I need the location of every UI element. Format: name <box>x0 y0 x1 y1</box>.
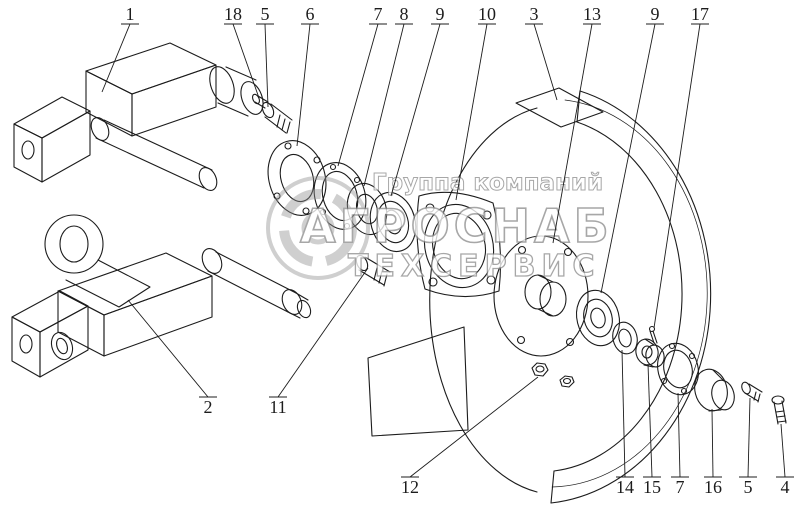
callout-8-leader <box>533 23 558 101</box>
callout-18-label: 16 <box>704 477 722 497</box>
part-7-gasket-rear <box>657 342 699 396</box>
part-6-flange <box>267 140 327 216</box>
callout-4-label: 7 <box>374 4 383 24</box>
callout-8-label: 3 <box>530 4 539 24</box>
callout-11-label: 17 <box>691 4 709 24</box>
callout-20-leader <box>780 423 786 478</box>
callout-11-leader <box>653 23 701 329</box>
watermark: Группа компаний АГРОСНАБ ТЕХСЕРВИС <box>266 170 613 285</box>
callout-20-label: 4 <box>781 477 790 497</box>
part-1-pin <box>90 117 218 191</box>
part-5-bolt-upper <box>261 101 293 134</box>
part-9-bearing-front <box>369 191 417 253</box>
part-16-cap <box>694 368 735 412</box>
callout-14-leader <box>409 376 539 478</box>
part-15-nut <box>635 338 665 368</box>
callout-9-label: 13 <box>583 4 601 24</box>
callout-2-label: 5 <box>261 4 270 24</box>
part-5-bolt-rear <box>741 381 763 403</box>
callout-17-leader <box>677 392 681 478</box>
callout-0-leader <box>101 23 131 93</box>
watermark-company-service: ТЕХСЕРВИС <box>348 249 601 284</box>
callout-14-label: 12 <box>401 477 419 497</box>
part-11-bolt <box>355 254 391 287</box>
part-18-stud <box>252 93 269 109</box>
callout-13-leader <box>277 267 369 398</box>
callout-6-label: 9 <box>436 4 445 24</box>
callout-13-label: 11 <box>269 397 286 417</box>
part-2-pin <box>201 248 312 319</box>
callout-1-label: 18 <box>224 4 242 24</box>
callout-9-leader <box>552 23 593 244</box>
callout-16-label: 15 <box>643 477 661 497</box>
watermark-company-type: Группа компаний <box>372 170 603 196</box>
callout-19-label: 5 <box>744 477 753 497</box>
watermark-company-name: АГРОСНАБ <box>300 199 613 253</box>
callout-7-label: 10 <box>478 4 496 24</box>
callout-2-leader <box>264 23 269 108</box>
watermark-logo-icon <box>266 176 370 280</box>
part-13-disc <box>493 235 589 357</box>
part-4-bolt <box>771 395 787 425</box>
part-2-bracket <box>11 214 213 378</box>
callout-18-leader <box>711 408 714 478</box>
callout-5-leader <box>363 23 405 187</box>
callout-5-label: 8 <box>400 4 409 24</box>
callout-10-label: 9 <box>651 4 660 24</box>
callout-15-label: 14 <box>616 477 634 497</box>
part-drawings <box>11 42 787 504</box>
callout-17-label: 7 <box>676 477 685 497</box>
part-9-bearing-rear <box>575 289 621 347</box>
part-1-bracket <box>13 42 264 183</box>
part-7-gasket-front <box>313 162 367 230</box>
callout-4-leader <box>337 23 379 167</box>
callout-16-leader <box>647 363 653 478</box>
part-17-cotter-pin <box>648 325 658 344</box>
callout-19-leader <box>747 397 751 478</box>
callout-6-leader <box>390 23 441 197</box>
callout-0-label: 1 <box>126 4 135 24</box>
callout-3-leader <box>296 23 311 147</box>
callout-1-leader <box>232 23 260 99</box>
part-12-nut <box>531 362 575 388</box>
part-3-shroud <box>367 87 712 504</box>
callout-12-label: 2 <box>204 397 213 417</box>
callout-15-leader <box>621 349 626 478</box>
callout-10-leader <box>600 23 656 294</box>
callout-3-label: 6 <box>306 4 315 24</box>
part-14-washer <box>612 321 638 355</box>
callout-12-leader <box>127 299 209 398</box>
callout-7-leader <box>455 23 488 201</box>
